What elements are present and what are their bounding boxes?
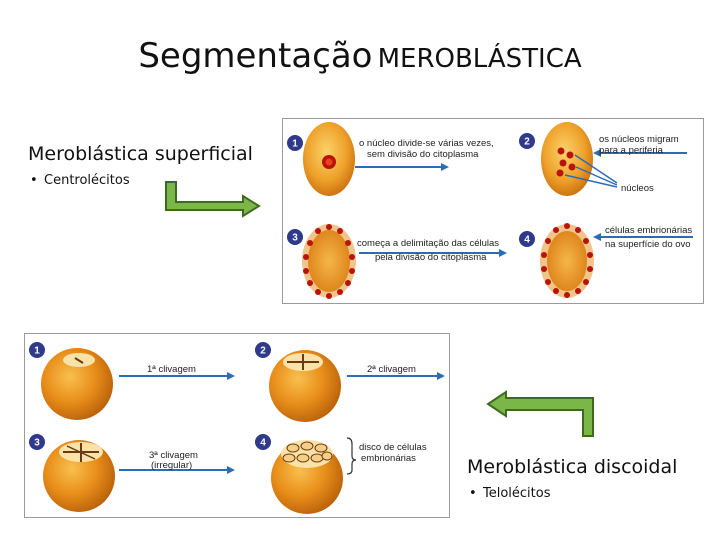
page-title: Segmentação MEROBLÁSTICA xyxy=(0,36,720,76)
egg-stage-2: 2 xyxy=(519,122,593,196)
discoidal-heading: Meroblástica discoidal xyxy=(467,456,678,478)
svg-text:1: 1 xyxy=(292,139,298,150)
svg-text:1ª clivagem: 1ª clivagem xyxy=(147,364,196,375)
superficial-bullet-text: Centrolécitos xyxy=(44,173,130,188)
discoidal-stage-3: 3 xyxy=(29,434,115,512)
svg-text:3: 3 xyxy=(34,438,40,449)
svg-text:para a periferia: para a periferia xyxy=(599,145,664,156)
egg-stage-4: 4 xyxy=(519,223,594,298)
svg-text:2: 2 xyxy=(524,137,530,148)
discoidal-stage-1: 1 xyxy=(29,342,113,420)
svg-text:o núcleo divide-se várias veze: o núcleo divide-se várias vezes, xyxy=(359,138,494,149)
right-arrow-icon xyxy=(165,181,261,218)
egg-stage-1: 1 xyxy=(287,122,355,196)
svg-text:2ª clivagem: 2ª clivagem xyxy=(367,364,416,375)
superficial-heading: Meroblástica superficial xyxy=(28,143,253,165)
svg-text:4: 4 xyxy=(260,438,266,449)
svg-text:células embrionárias: células embrionárias xyxy=(605,225,692,236)
discoidal-stage-4: 4 xyxy=(255,434,343,514)
svg-text:na superfície do ovo: na superfície do ovo xyxy=(605,239,691,250)
left-arrow-icon xyxy=(486,390,594,437)
egg-stage-3: 3 xyxy=(287,224,356,299)
svg-text:1: 1 xyxy=(34,346,40,357)
svg-text:embrionárias: embrionárias xyxy=(361,453,416,464)
discoidal-bullet: •Telolécitos xyxy=(469,486,551,501)
discoidal-diagram: 1 1ª clivagem 2 2ª clivagem 3 xyxy=(24,333,450,518)
svg-text:começa a delimitação das célul: começa a delimitação das células xyxy=(357,238,499,249)
svg-text:sem divisão do citoplasma: sem divisão do citoplasma xyxy=(367,149,479,160)
title-emphasis: MEROBLÁSTICA xyxy=(377,44,582,74)
discoidal-bullet-text: Telolécitos xyxy=(483,486,551,501)
svg-text:4: 4 xyxy=(524,235,530,246)
svg-text:os núcleos migram: os núcleos migram xyxy=(599,134,679,145)
svg-text:3ª clivagem: 3ª clivagem xyxy=(149,450,198,461)
svg-text:3: 3 xyxy=(292,233,298,244)
discoidal-stage-2: 2 xyxy=(255,342,341,422)
svg-text:(irregular): (irregular) xyxy=(151,460,192,471)
svg-text:2: 2 xyxy=(260,346,266,357)
svg-text:disco de células: disco de células xyxy=(359,442,427,453)
superficial-bullet: •Centrolécitos xyxy=(30,173,130,188)
svg-text:núcleos: núcleos xyxy=(621,183,654,194)
superficial-diagram: 1 o núcleo divide-se várias vezes, sem d… xyxy=(282,118,704,304)
title-main: Segmentação xyxy=(138,36,373,76)
svg-text:pela divisão do citoplasma: pela divisão do citoplasma xyxy=(375,252,487,263)
